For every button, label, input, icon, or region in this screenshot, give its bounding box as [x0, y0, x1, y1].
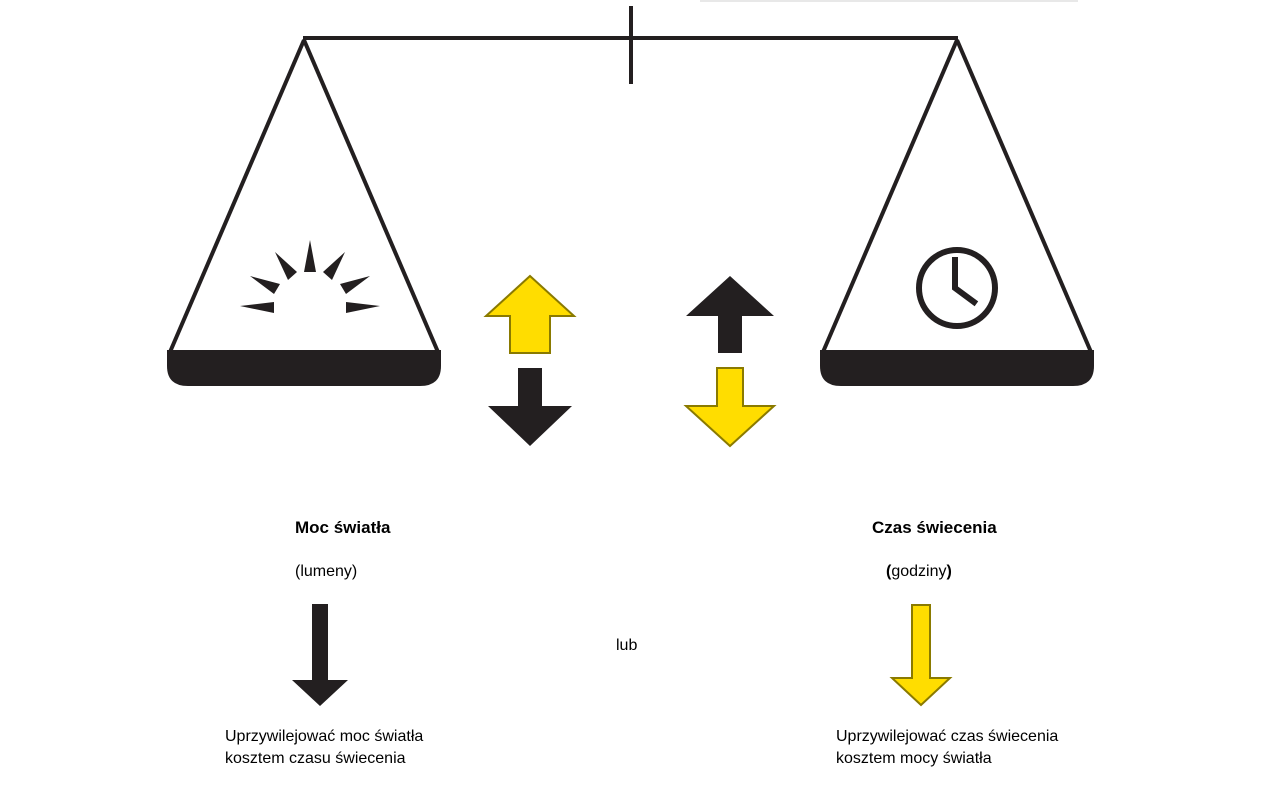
right-unit-close: ) [946, 563, 952, 580]
connector-text: lub [616, 637, 638, 654]
yellow-down-arrow-right [683, 367, 777, 448]
right-unit-open: ( [886, 563, 892, 580]
left-pan [167, 39, 441, 386]
black-up-arrow-right [686, 276, 774, 353]
right-title: Czas świecenia [872, 518, 997, 537]
right-caption: Uprzywilejować czas świecenia kosztem mo… [836, 728, 1059, 767]
sun-rays-icon [240, 240, 380, 313]
left-unit: (lumeny) [295, 563, 358, 580]
right-unit: (godziny) [886, 561, 952, 583]
right-unit-word: godziny [891, 563, 947, 580]
clock-icon [916, 247, 998, 329]
right-pan [820, 39, 1094, 386]
black-down-arrow-bottom [292, 604, 348, 706]
black-down-arrow-left [488, 368, 572, 446]
left-caption: Uprzywilejować moc światła kosztem czasu… [225, 728, 424, 767]
yellow-up-arrow-left [483, 274, 577, 354]
left-title: Moc światła [295, 518, 391, 537]
yellow-down-arrow-bottom [889, 604, 953, 707]
